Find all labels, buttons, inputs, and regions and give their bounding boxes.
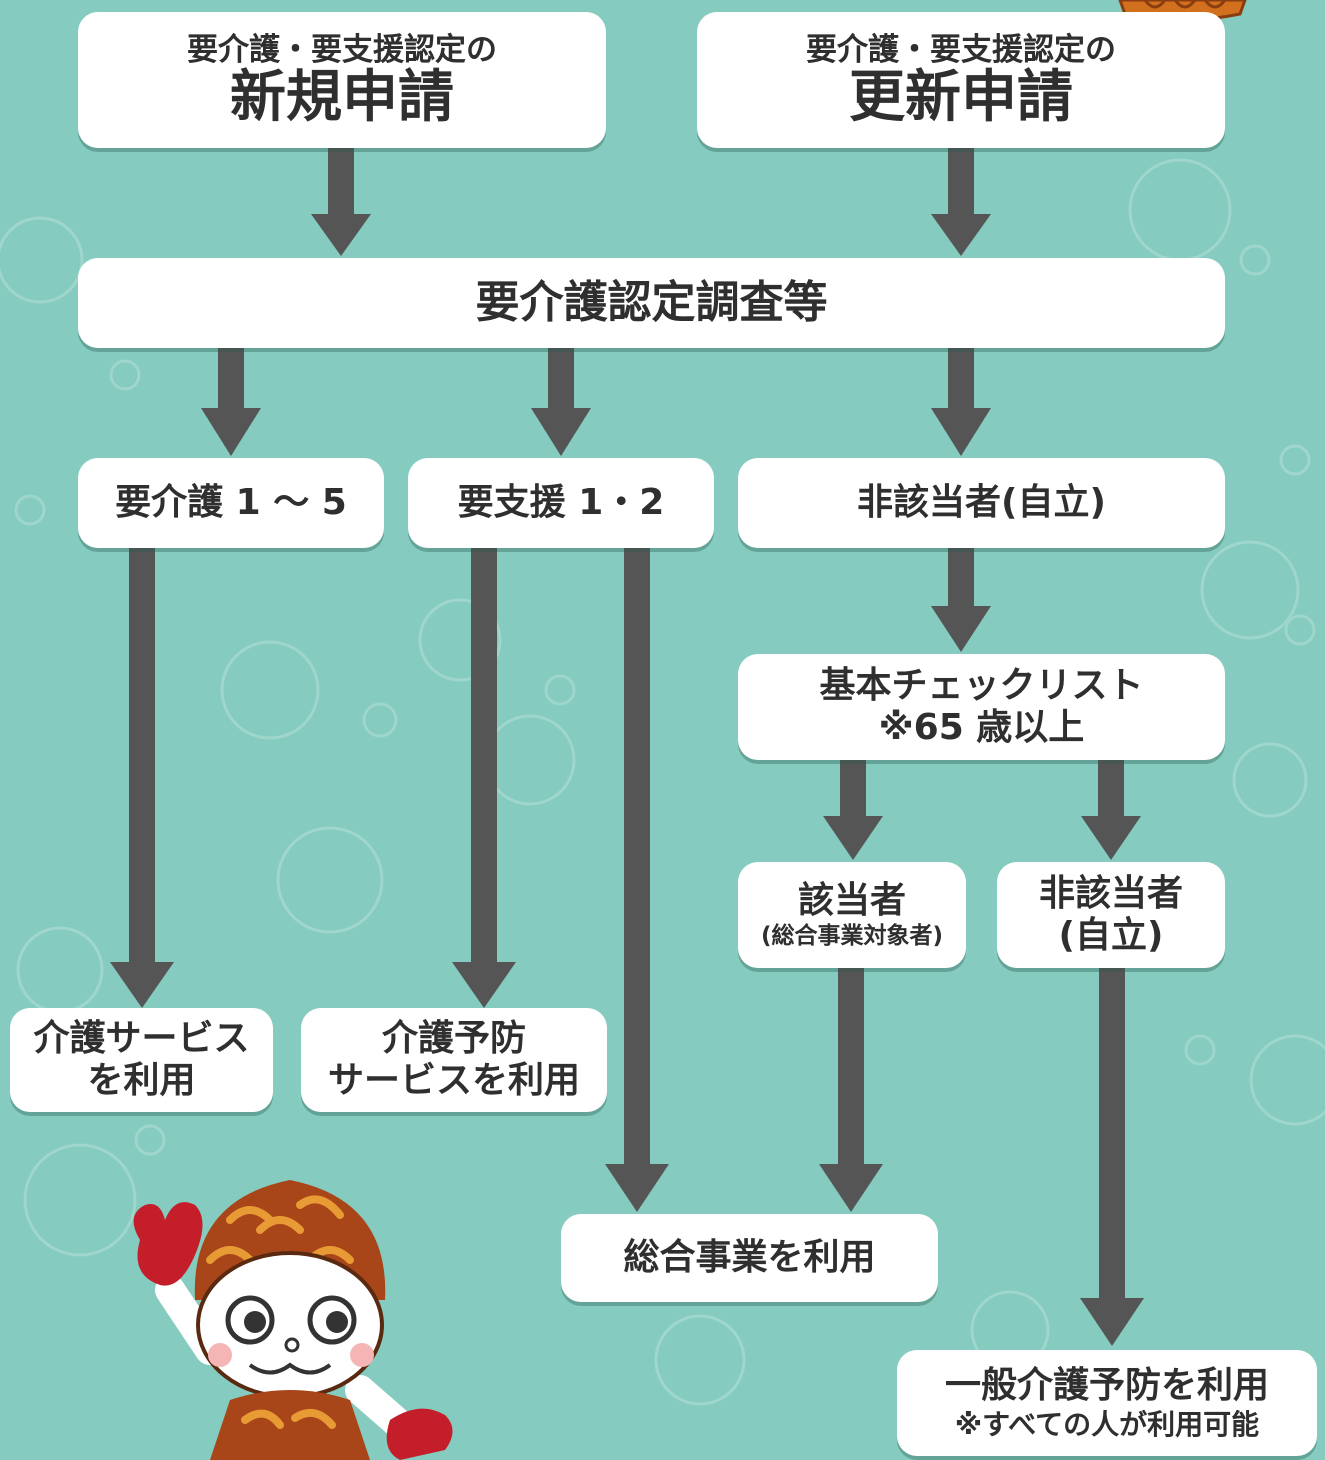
care-service-line1: 介護サービス [33,1017,250,1059]
not-applicable-2-box: 非該当者 (自立) [997,862,1225,968]
arrow-renewal-to-survey [931,148,991,256]
arrow-support-to-prevention [452,548,516,1008]
arrow-new-to-survey [311,148,371,256]
checklist-note: ※65 歳以上 [878,707,1085,748]
arrow-checklist-to-notapplicable2 [1081,760,1141,860]
renewal-application-sub: 要介護・要支援認定の [806,32,1116,69]
comprehensive-label: 総合事業を利用 [623,1236,876,1278]
arrow-support-to-comprehensive [605,548,669,1212]
renewal-application-title: 更新申請 [849,64,1073,130]
acorn-pattern-icon [1232,742,1308,818]
care-service-line2: を利用 [87,1060,196,1101]
arrow-checklist-to-applicable [823,760,883,860]
acorn-pattern-icon [1249,1034,1325,1126]
general-prevention-title: 一般介護予防を利用 [944,1365,1269,1407]
checklist-title: 基本チェックリスト [819,664,1144,706]
arrow-survey-to-support [531,348,591,456]
acorn-pattern-icon [0,216,84,304]
acorn-pattern-icon [654,1314,746,1406]
not-applicable-label: 非該当者(自立) [857,481,1106,523]
acorn-pattern-icon [276,826,384,934]
prevention-service-line2: サービスを利用 [327,1060,580,1101]
acorn-pattern-icon [1200,540,1300,640]
acorn-pattern-icon [23,1143,137,1257]
survey-label: 要介護認定調査等 [475,277,828,329]
general-prevention-box: 一般介護予防を利用 ※すべての人が利用可能 [897,1350,1317,1456]
care-level-box: 要介護 1 ～ 5 [78,458,384,548]
new-application-sub: 要介護・要支援認定の [187,32,497,69]
support-level-box: 要支援 1・2 [408,458,714,548]
acorn-mascot-icon [133,1180,453,1460]
support-level-label: 要支援 1・2 [457,481,665,523]
care-level-label: 要介護 1 ～ 5 [115,481,347,523]
comprehensive-box: 総合事業を利用 [561,1214,938,1302]
prevention-service-line1: 介護予防 [381,1017,526,1059]
arrow-applicable-to-comprehensive [819,968,883,1212]
not-applicable-2-note: (自立) [1058,915,1164,956]
applicable-box: 該当者 (総合事業対象者) [738,862,966,968]
new-application-box: 要介護・要支援認定の 新規申請 [78,12,606,148]
renewal-application-box: 要介護・要支援認定の 更新申請 [697,12,1225,148]
not-applicable-2-title: 非該当者 [1038,872,1183,914]
survey-box: 要介護認定調査等 [78,258,1225,348]
acorn-pattern-icon [418,598,502,682]
arrow-survey-to-notapplicable [931,348,991,456]
applicable-title: 該当者 [797,880,906,922]
prevention-service-box: 介護予防 サービスを利用 [301,1008,607,1112]
general-prevention-note: ※すべての人が利用可能 [954,1407,1260,1441]
arrow-notapplicable-to-checklist [931,548,991,652]
arrow-survey-to-care [201,348,261,456]
arrow-care-to-service [110,548,174,1008]
arrow-notapplicable2-to-general [1080,968,1144,1346]
applicable-note: (総合事業対象者) [760,922,944,949]
care-service-box: 介護サービス を利用 [10,1008,273,1112]
acorn-pattern-icon [220,640,320,740]
not-applicable-box: 非該当者(自立) [738,458,1225,548]
checklist-box: 基本チェックリスト ※65 歳以上 [738,654,1225,760]
new-application-title: 新規申請 [230,64,454,130]
